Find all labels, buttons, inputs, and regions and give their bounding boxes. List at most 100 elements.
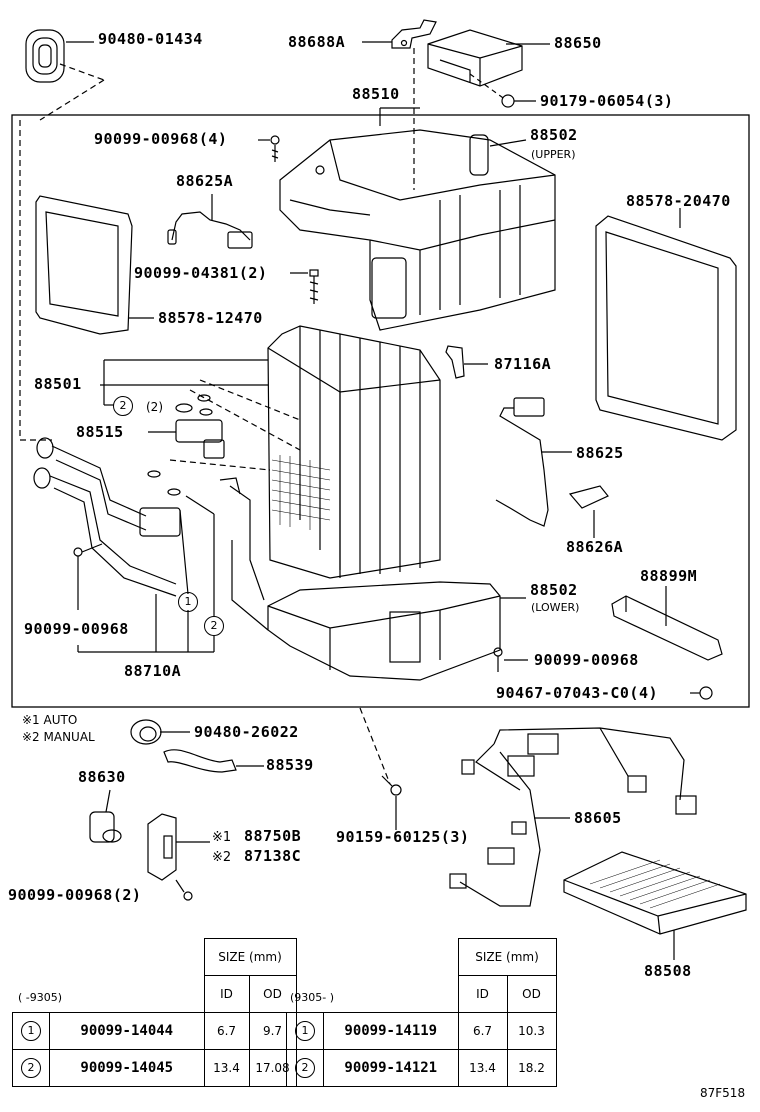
size-header-right: SIZE (mm) <box>457 938 557 976</box>
clip-icon-2 <box>699 686 713 700</box>
thermistor-icon <box>495 397 549 527</box>
label-88605: 88605 <box>574 809 622 827</box>
outer-diameter: 18.2 <box>506 1049 557 1087</box>
label-88502-lower: 88502 <box>530 581 578 599</box>
table-right-range: (9305- ) <box>290 991 335 1004</box>
outer-diameter: 10.3 <box>506 1012 557 1050</box>
grommet-icon-2 <box>130 719 162 745</box>
label-88750b: 88750B <box>244 827 302 845</box>
col-od-left: OD <box>248 975 297 1013</box>
mark-1: ※1 <box>212 830 232 845</box>
circle-1: 1 <box>178 592 198 612</box>
label-lower: (LOWER) <box>531 601 580 614</box>
label-88630: 88630 <box>78 768 126 786</box>
label-90099-00968-2: 90099-00968(2) <box>8 886 142 904</box>
table-row: 2 90099-14121 13.4 18.2 <box>286 1049 557 1087</box>
label-90099-00968-4: 90099-00968(4) <box>94 130 228 148</box>
label-90099-04381: 90099-04381(2) <box>134 264 268 282</box>
size-header-left: SIZE (mm) <box>203 938 297 976</box>
screw-icon-4 <box>493 647 503 672</box>
filter-icon <box>563 851 747 935</box>
label-87116a: 87116A <box>494 355 552 373</box>
part-number: 90099-14045 <box>49 1049 205 1087</box>
part-number: 90099-14044 <box>49 1012 205 1050</box>
mark-2: ※2 <box>212 850 232 865</box>
label-88502-upper: 88502 <box>530 126 578 144</box>
clip-icon <box>445 345 465 379</box>
grommet-icon <box>25 29 94 83</box>
label-90480-26022: 90480-26022 <box>194 723 299 741</box>
label-90159-60125: 90159-60125(3) <box>336 828 470 846</box>
circle-2: 2 <box>204 616 224 636</box>
label-90480-01434: 90480-01434 <box>98 30 203 48</box>
label-90179-06054: 90179-06054(3) <box>540 92 674 110</box>
spec-table-right: SIZE (mm) ID OD 1 90099-14119 6.7 10.3 2… <box>286 938 557 1087</box>
label-90099-00968-b: 90099-00968 <box>534 651 639 669</box>
screw-icon-6 <box>381 775 402 796</box>
label-88508: 88508 <box>644 962 692 980</box>
col-id-right: ID <box>457 975 508 1013</box>
label-88625: 88625 <box>576 444 624 462</box>
expansion-valve-icon <box>175 419 225 459</box>
seal-frame-right-icon <box>595 215 737 441</box>
label-90099-00968-a: 90099-00968 <box>24 620 129 638</box>
note-auto: ※1 AUTO <box>22 713 78 727</box>
clamp-icon <box>568 485 609 538</box>
circle-2-small: 2 <box>113 396 133 416</box>
inner-diameter: 6.7 <box>203 1012 250 1050</box>
label-88515: 88515 <box>76 423 124 441</box>
upper-case-icon <box>279 129 556 331</box>
col-id-left: ID <box>203 975 250 1013</box>
screw-icon-2 <box>309 269 319 304</box>
row-number: 1 <box>295 1021 315 1041</box>
bracket-icon <box>391 19 437 49</box>
label-88510: 88510 <box>352 85 400 103</box>
label-88501: 88501 <box>34 375 82 393</box>
lower-case-icon <box>219 477 501 681</box>
pipe-assembly-icon <box>33 437 181 597</box>
oring-icon <box>175 403 193 413</box>
screw-icon <box>258 135 280 162</box>
label-90467-07043: 90467-07043-C0(4) <box>496 684 659 702</box>
inner-diameter: 13.4 <box>203 1049 250 1087</box>
label-88650: 88650 <box>554 34 602 52</box>
table-row: 2 90099-14045 13.4 17.08 <box>12 1049 297 1087</box>
row-number: 2 <box>295 1058 315 1078</box>
part-number: 90099-14119 <box>323 1012 459 1050</box>
control-module-icon <box>427 29 523 87</box>
label-x2: (2) <box>146 400 163 414</box>
label-upper: (UPPER) <box>531 148 576 161</box>
label-87138c: 87138C <box>244 847 302 865</box>
label-88625a: 88625A <box>176 172 234 190</box>
evaporator-icon <box>267 325 441 579</box>
label-88539: 88539 <box>266 756 314 774</box>
row-number: 2 <box>21 1058 41 1078</box>
table-row: 1 90099-14119 6.7 10.3 <box>286 1012 557 1050</box>
inner-diameter: 6.7 <box>457 1012 508 1050</box>
screw-icon-5 <box>175 879 193 901</box>
col-od-right: OD <box>506 975 557 1013</box>
part-number: 90099-14121 <box>323 1049 459 1087</box>
table-row: 1 90099-14044 6.7 9.7 <box>12 1012 297 1050</box>
sensor-icon <box>167 211 253 249</box>
label-88578-20470: 88578-20470 <box>626 192 731 210</box>
switch-icon <box>147 813 177 881</box>
seal-frame-left-icon <box>35 195 133 335</box>
label-88626a: 88626A <box>566 538 624 556</box>
diagram-code: 87F518 <box>700 1086 746 1100</box>
sensor-icon-2 <box>89 811 122 843</box>
label-88899m: 88899M <box>640 567 698 585</box>
evaporator-fins <box>271 455 331 530</box>
wire-harness-icon <box>449 727 697 907</box>
table-left-range: ( -9305) <box>18 991 63 1004</box>
note-manual: ※2 MANUAL <box>22 730 95 744</box>
label-88710a: 88710A <box>124 662 182 680</box>
row-number: 1 <box>21 1021 41 1041</box>
nut-icon <box>501 94 515 108</box>
hose-icon <box>163 749 237 773</box>
inner-diameter: 13.4 <box>457 1049 508 1087</box>
label-88688a: 88688A <box>288 33 346 51</box>
duct-icon <box>611 595 723 661</box>
spec-table-left: SIZE (mm) ID OD 1 90099-14044 6.7 9.7 2 … <box>12 938 297 1087</box>
